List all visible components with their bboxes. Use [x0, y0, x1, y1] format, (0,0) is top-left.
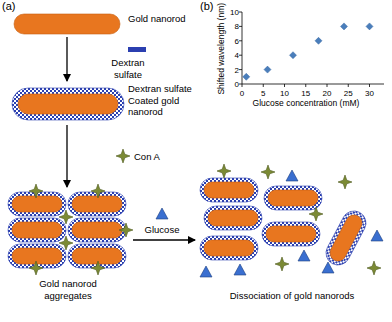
gold-nanorod [14, 14, 120, 34]
nanorod-aggregate [8, 184, 133, 275]
aggregate-step: Gold nanorod aggregates [4, 188, 132, 304]
axis-tick-label: 5 [253, 88, 273, 100]
coated-nanorod [12, 88, 124, 120]
axis-tick-label: 10 [275, 88, 295, 100]
axis-title: Shifted wavelength (nm) [216, 0, 228, 104]
step-label: Gold nanorod aggregates [24, 278, 112, 301]
data-points [243, 23, 373, 80]
step-label: Gold nanorod [128, 13, 186, 25]
axis-tick-label: 20 [317, 88, 337, 100]
reagent-label: Glucose [137, 224, 187, 236]
chart-axes [239, 12, 384, 87]
reagent-label: Con A [134, 151, 160, 163]
dextran-bar [128, 47, 146, 52]
step-label: Dextran sulfate Coated gold nanorod [128, 83, 204, 118]
process-arrow [66, 125, 67, 187]
panel-label: (a) [2, 1, 15, 13]
axis-tick-label: 30 [360, 88, 380, 100]
panel-label: (b) [200, 1, 213, 13]
process-arrow [133, 239, 195, 240]
dissociation-step: Dissociation of gold nanorods [196, 162, 390, 306]
reagent-label: Dextran sulfate [104, 57, 152, 80]
axis-tick-label: 0 [232, 88, 252, 100]
process-arrow [66, 37, 67, 81]
axis-title: Glucose concentration (mM) [246, 98, 366, 110]
nanorod-step: Gold nanorod [4, 12, 200, 36]
axis-tick-label: 15 [296, 88, 316, 100]
glucose-symbol [156, 208, 168, 219]
cona-symbol [116, 149, 130, 163]
step-label: Dissociation of gold nanorods [196, 290, 388, 302]
coated-step: Dextran sulfate Coated gold nanorod [4, 82, 206, 124]
axis-tick-label: 25 [338, 88, 358, 100]
dissociated-nanorods [200, 164, 383, 277]
